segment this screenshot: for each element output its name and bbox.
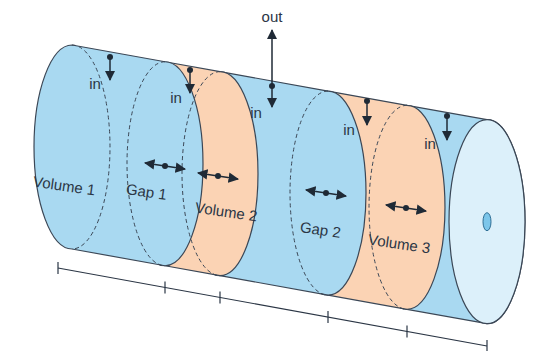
scale-tick [327,311,328,323]
scale-tick [219,291,220,303]
out-arrow [271,30,273,86]
scale-bar [58,262,487,351]
arrow-dot [187,67,193,73]
cylinder-segment [34,45,203,266]
arrow-dot [364,98,370,104]
input-label: in [424,135,436,152]
output-label: out [262,8,283,25]
hidden-edge [72,45,110,249]
scale-tick [57,262,58,274]
segment-label-box: Gap 1 [126,183,167,200]
input-label: in [250,104,262,121]
arrow-marks [107,30,450,211]
arrow-dot [403,205,409,211]
end-cap [449,120,525,324]
scale-tick [406,325,407,337]
cylinder-segments [34,45,525,324]
in-arrow [109,57,111,80]
scale-tick [486,340,487,351]
in-arrow [189,70,191,93]
arrow-dot [215,173,221,179]
arrow-dot [323,190,329,196]
input-label: in [170,89,182,106]
segment-label-box: Volume 2 [195,203,258,220]
double-arrow [198,173,238,179]
double-arrow [306,190,346,196]
input-label: in [343,121,355,138]
segment-name: Gap 1 [125,180,168,203]
double-arrow [386,205,426,211]
segment-label-box: Gap 2 [300,221,341,238]
scale-tick [164,281,165,293]
in-arrow [366,101,368,125]
scale-line [58,268,487,346]
double-arrow [145,163,185,169]
in-arrow [446,116,448,140]
arrow-dot [444,113,450,119]
segment-label-box: Volume 1 [33,177,96,194]
input-label: in [89,75,101,92]
arrow-dot [107,54,113,60]
arrow-dot [162,163,168,169]
segment-name: Gap 2 [299,218,342,241]
in-arrow [271,86,273,107]
segment-label-box: Volume 3 [368,235,431,252]
end-hole [483,213,491,231]
